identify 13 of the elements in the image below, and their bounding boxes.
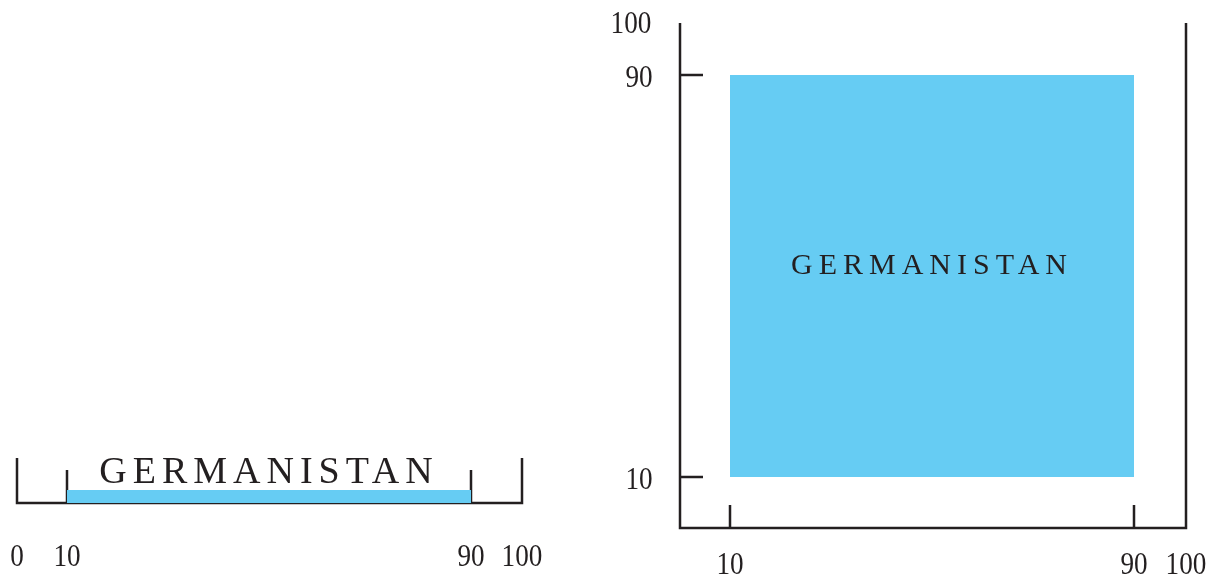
region-square xyxy=(730,75,1134,477)
tick-label: 10 xyxy=(53,538,81,572)
tick-label: 90 xyxy=(625,59,653,93)
region-label: GERMANISTAN xyxy=(791,247,1073,281)
tick-label: 100 xyxy=(610,5,652,39)
region-label: GERMANISTAN xyxy=(99,450,439,490)
tick-label: 10 xyxy=(625,461,653,495)
tick-label: 90 xyxy=(1120,546,1148,577)
tick-label: 90 xyxy=(457,538,485,572)
tick-label: 100 xyxy=(501,538,543,572)
tick-label: 100 xyxy=(1165,546,1207,577)
tick-label: 0 xyxy=(10,538,24,572)
tick-label: 10 xyxy=(716,546,744,577)
